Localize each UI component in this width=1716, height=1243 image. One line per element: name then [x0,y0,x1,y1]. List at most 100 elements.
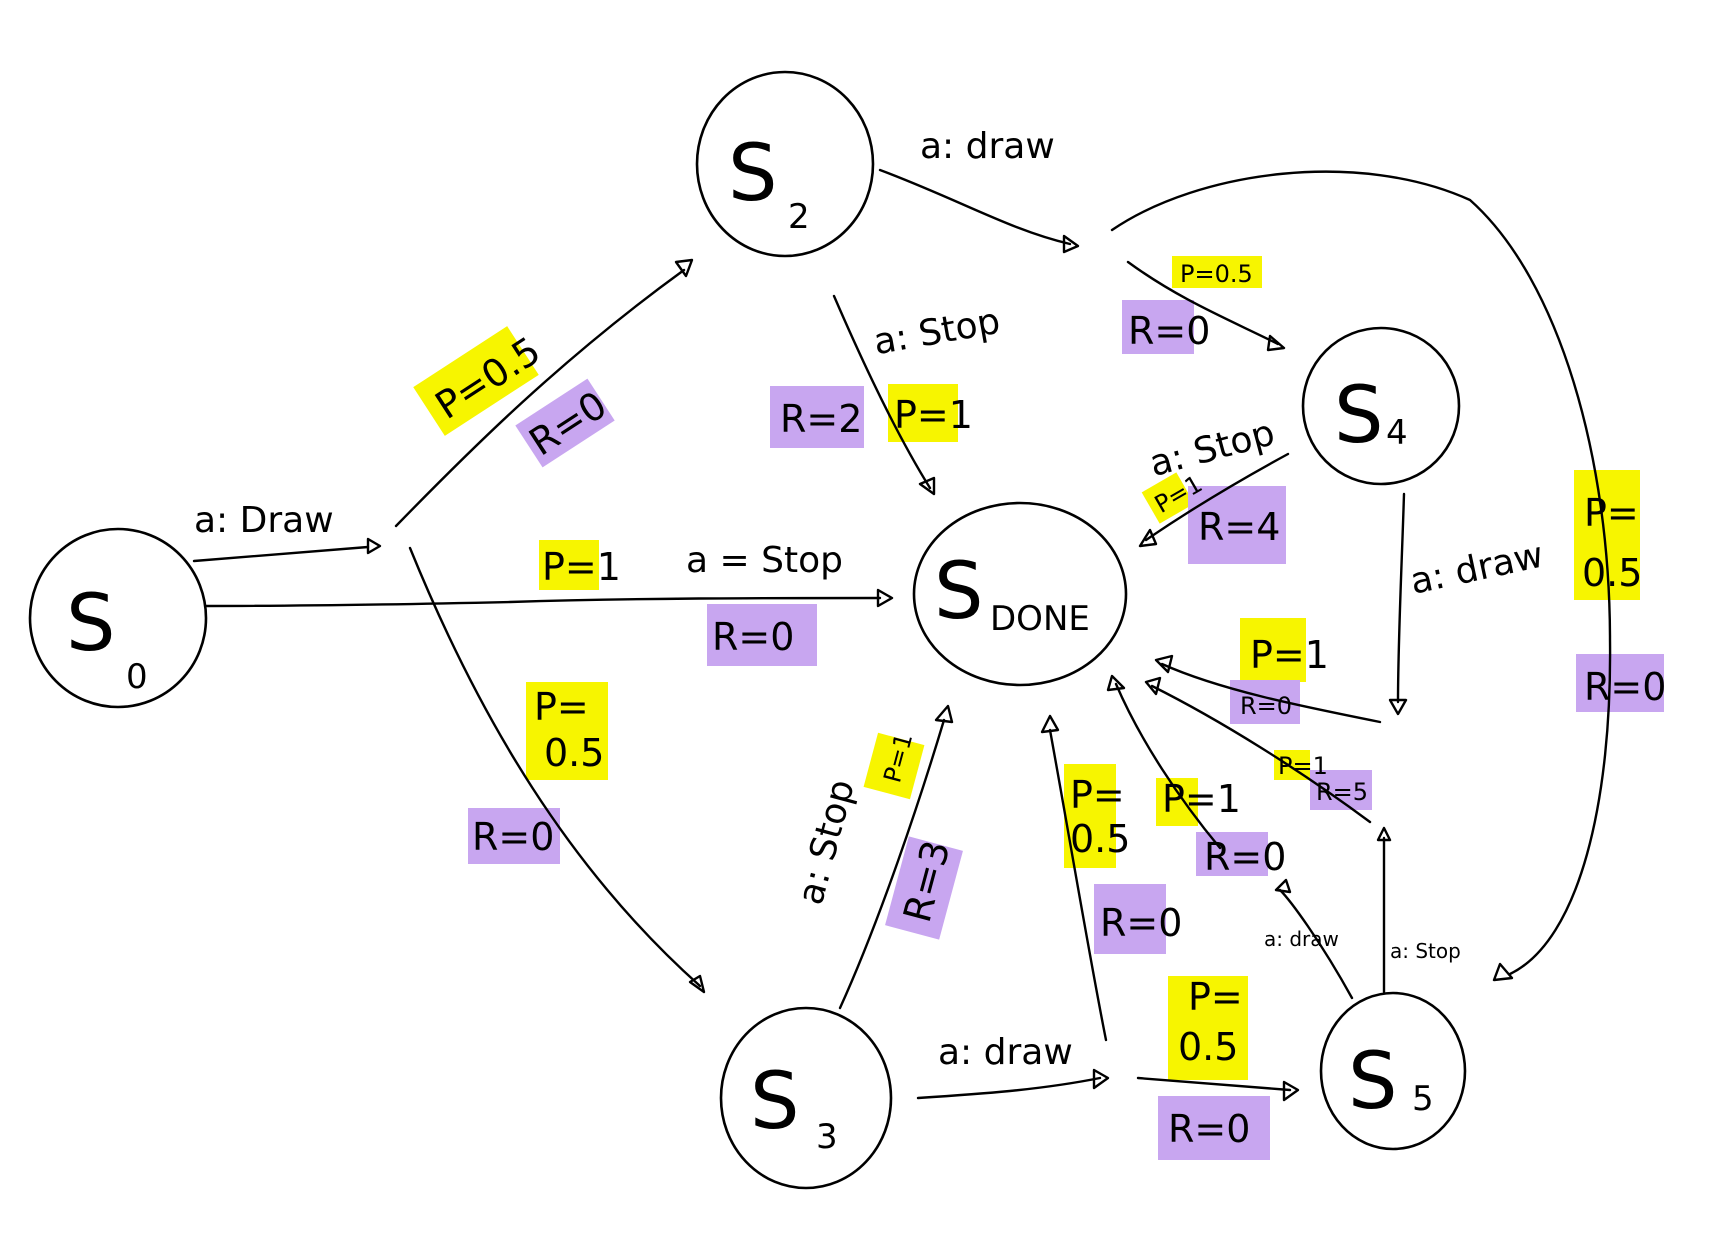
edge-s2-to-s5-p2: 0.5 [1582,551,1642,595]
state-s5-circle [1319,991,1467,1151]
state-s5: S 5 [1319,991,1467,1151]
r-highlight [1196,832,1268,876]
edge-s4-draw-to-done: P=1 R=0 [1154,633,1382,724]
edge-s3-stop-r: R=3 [895,836,959,927]
r-highlight [515,378,615,468]
edge-s0-stop-p: P=1 [542,545,621,589]
edge-s3-draw-action: a: draw [938,1032,1073,1073]
edge-s2-stop: a: Stop R=2 P=1 [780,294,1004,496]
edge-s2-to-s4-p: P=0.5 [1180,260,1253,288]
edge-s2-stop-p: P=1 [894,393,973,437]
p-highlight [1240,618,1306,682]
edge-s2-stop-r: R=2 [780,397,862,441]
edge-s0-draw-action: a: Draw [194,500,334,541]
r-highlight [1094,884,1166,954]
p-highlight [863,732,925,800]
edge-s3-to-done: P= 0.5 R=0 [1040,714,1182,1042]
p-highlight [1172,256,1262,288]
edge-s2-to-s5: P= 0.5 R=0 [1110,170,1666,982]
edge-s4-stop-r: R=4 [1198,505,1280,549]
edge-s2-draw: a: draw [878,126,1080,254]
edge-s5-stop-r: R=5 [1316,778,1368,806]
state-s4-circle [1301,326,1461,486]
state-s0-circle [28,527,208,709]
edge-s3-to-s5-p2: 0.5 [1178,1025,1238,1069]
edge-s3-to-done-r: R=0 [1100,901,1182,945]
edge-s0-stop: a = Stop P=1 R=0 [204,540,894,659]
state-s0: S 0 [28,527,208,709]
edge-s5-draw-p: P=1 [1162,777,1241,821]
r-highlight [885,836,963,940]
edge-s5-stop-action: a: Stop [1390,939,1461,963]
p-highlight [413,326,539,436]
p-highlight [1141,472,1195,524]
edge-s2-to-s5-r: R=0 [1584,665,1666,709]
r-highlight [770,386,864,448]
edge-s5-draw-r: R=0 [1204,835,1286,879]
edge-s3-to-s5: P= 0.5 R=0 [1136,975,1300,1151]
edge-s4-draw-action: a: draw [1407,535,1547,603]
state-s0-subscript: 0 [126,657,148,697]
r-highlight [1576,654,1664,712]
edge-s2-draw-action: a: draw [920,126,1055,167]
edge-s3-to-s5-r: R=0 [1168,1107,1250,1151]
state-s3-circle [719,1006,893,1190]
state-s0-label: S [66,579,116,669]
edge-s0-to-s3-p1: P= [534,685,589,729]
edge-s4-draw: a: draw [1388,492,1547,716]
edge-s2-stop-action: a: Stop [871,301,1004,364]
edge-s5-draw-action: a: draw [1264,927,1339,951]
edge-s0-stop-action: a = Stop [686,540,843,581]
p-highlight [888,384,958,442]
state-done: S DONE [912,501,1128,687]
edge-s0-to-s3-r: R=0 [472,815,554,859]
r-highlight [468,808,560,864]
p-highlight [1168,976,1248,1080]
state-s2-subscript: 2 [788,197,810,237]
state-s4: S 4 [1301,326,1461,486]
edge-s0-stop-r: R=0 [712,615,794,659]
state-s2-label: S [728,129,778,219]
r-highlight [1122,300,1194,354]
edge-s5-stop: a: Stop P=1 R=5 [1144,676,1461,994]
state-s2-circle [695,70,875,258]
edge-s4-stop-action: a: Stop [1145,412,1279,485]
highlight-layer [413,256,1664,1160]
edge-s3-to-done-p2: 0.5 [1070,817,1130,861]
state-s4-label: S [1334,371,1384,461]
edge-s5-stop-p: P=1 [1278,752,1328,780]
r-highlight [707,604,817,666]
edge-s3-draw: a: draw [916,1032,1110,1100]
p-highlight [539,540,599,590]
r-highlight [1188,486,1286,564]
edge-s0-to-s3-p2: 0.5 [544,731,604,775]
edge-s0-draw: a: Draw [192,500,382,563]
state-s3: S 3 [719,1006,893,1190]
edge-s0-to-s2: P=0.5 R=0 [394,258,694,528]
edge-s3-to-done-p1: P= [1070,773,1125,817]
state-s5-label: S [1348,1037,1398,1127]
edge-s2-to-s4-r: R=0 [1128,309,1210,353]
edge-s2-to-s5-p1: P= [1584,491,1639,535]
state-done-subscript: DONE [990,599,1090,639]
edge-s2-to-s4: P=0.5 R=0 [1126,260,1286,353]
state-s2: S 2 [695,70,875,258]
edge-s3-stop-action: a: Stop [790,775,863,909]
p-highlight [526,682,608,780]
r-highlight [1310,770,1372,810]
edge-s4-stop: a: Stop P=1 R=4 [1138,412,1290,549]
state-s5-subscript: 5 [1412,1079,1434,1119]
state-done-label: S [934,547,984,637]
state-s3-subscript: 3 [816,1117,838,1157]
state-s3-label: S [750,1057,800,1147]
edge-s0-to-s3: P= 0.5 R=0 [408,546,706,994]
edge-s4-draw-p: P=1 [1250,633,1329,677]
edge-s3-to-s5-p1: P= [1188,975,1243,1019]
edge-s4-draw-r: R=0 [1240,692,1292,720]
edge-s5-draw: a: draw P=1 R=0 [1106,674,1354,1000]
state-done-circle [912,501,1128,687]
r-highlight [1158,1096,1270,1160]
state-s4-subscript: 4 [1386,413,1408,453]
p-highlight [1156,778,1198,826]
